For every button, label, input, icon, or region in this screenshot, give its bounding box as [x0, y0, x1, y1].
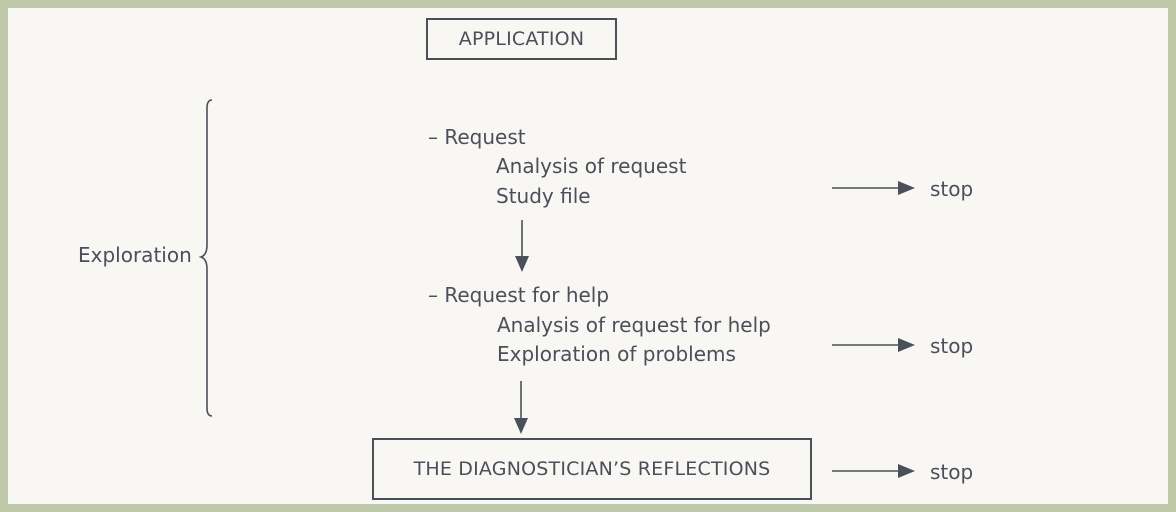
application-label: APPLICATION [458, 28, 585, 50]
stage1-heading: – Request [428, 125, 526, 149]
stage2-outcome: stop [930, 334, 974, 358]
right-arrow-3 [832, 464, 915, 478]
down-arrow-2 [514, 381, 528, 434]
right-arrow-2 [832, 338, 915, 352]
diagram-frame [8, 8, 1168, 504]
application-box: APPLICATION [426, 18, 617, 60]
stage2-item-1: Analysis of request for help [497, 313, 771, 337]
stage1-outcome: stop [930, 177, 974, 201]
reflections-label: THE DIAGNOSTICIAN’S REFLECTIONS [413, 458, 771, 480]
stage1-item-2: Study file [496, 184, 591, 208]
right-arrow-1 [832, 181, 915, 195]
stage2-item-2: Exploration of problems [497, 342, 736, 366]
stage1-item-1: Analysis of request [496, 154, 687, 178]
down-arrow-1 [515, 220, 529, 272]
reflections-box: THE DIAGNOSTICIAN’S REFLECTIONS [372, 438, 812, 500]
stage2-heading: – Request for help [428, 283, 610, 307]
exploration-brace [198, 99, 213, 417]
exploration-label: Exploration [78, 243, 192, 267]
reflections-outcome: stop [930, 460, 974, 484]
